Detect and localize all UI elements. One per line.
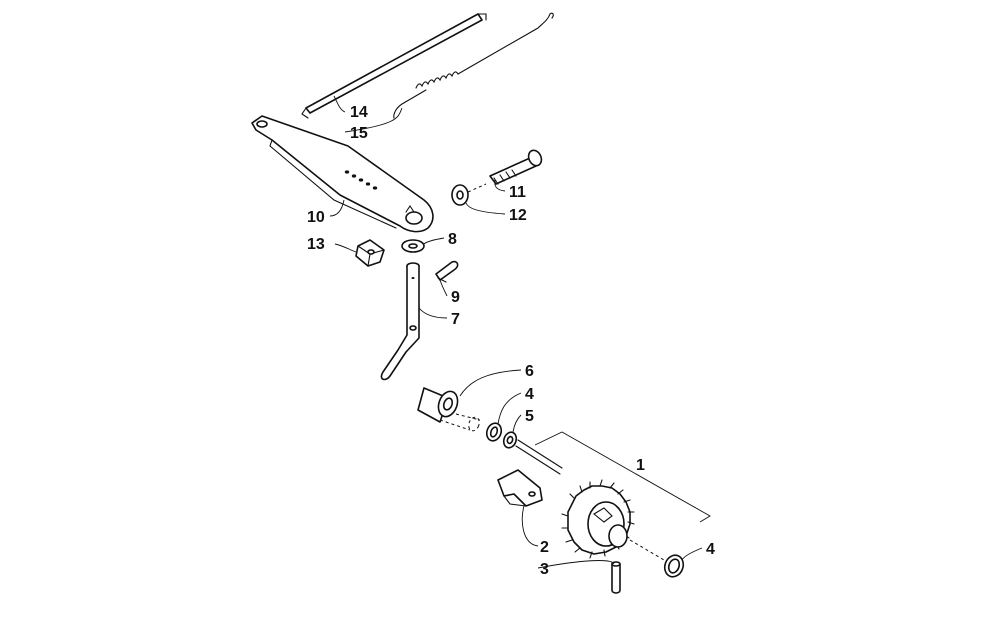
part-14-rod bbox=[301, 13, 487, 119]
callout-9: 9 bbox=[451, 289, 460, 306]
part-3-pin bbox=[611, 561, 621, 594]
part-10-lever-arm bbox=[251, 115, 434, 233]
callout-1: 1 bbox=[636, 457, 645, 474]
callout-7: 7 bbox=[451, 311, 460, 328]
callout-2: 2 bbox=[540, 539, 549, 556]
part-5-seal bbox=[502, 431, 563, 475]
part-15-cable-spring bbox=[393, 12, 554, 119]
callout-4-lower: 4 bbox=[706, 541, 715, 558]
part-4-oring-lower bbox=[629, 539, 685, 578]
callout-14: 14 bbox=[350, 104, 368, 121]
assembly-1-bracket-line bbox=[534, 431, 711, 523]
callout-13: 13 bbox=[307, 236, 325, 253]
part-13-nut bbox=[355, 239, 385, 267]
part-2-bracket bbox=[497, 469, 543, 507]
callout-12: 12 bbox=[509, 207, 527, 224]
part-4-oring-upper bbox=[485, 422, 503, 442]
callout-3: 3 bbox=[540, 561, 549, 578]
callout-10: 10 bbox=[307, 209, 325, 226]
callouts: 14 15 11 12 10 8 13 9 7 6 4 5 1 2 4 3 bbox=[307, 104, 715, 578]
part-7-shaft bbox=[380, 262, 420, 381]
part-11-bolt bbox=[489, 149, 543, 185]
leader-lines bbox=[329, 95, 703, 569]
part-6-bushing bbox=[417, 387, 481, 432]
part-1-gear-assembly bbox=[561, 479, 635, 559]
part-8-washer bbox=[401, 239, 425, 253]
callout-11: 11 bbox=[509, 184, 526, 201]
callout-15: 15 bbox=[350, 125, 368, 142]
part-9-clip bbox=[435, 260, 459, 283]
callout-4-upper: 4 bbox=[525, 386, 534, 403]
part-12-washer bbox=[451, 183, 487, 206]
callout-6: 6 bbox=[525, 363, 534, 380]
callout-8: 8 bbox=[448, 231, 457, 248]
callout-5: 5 bbox=[525, 408, 534, 425]
